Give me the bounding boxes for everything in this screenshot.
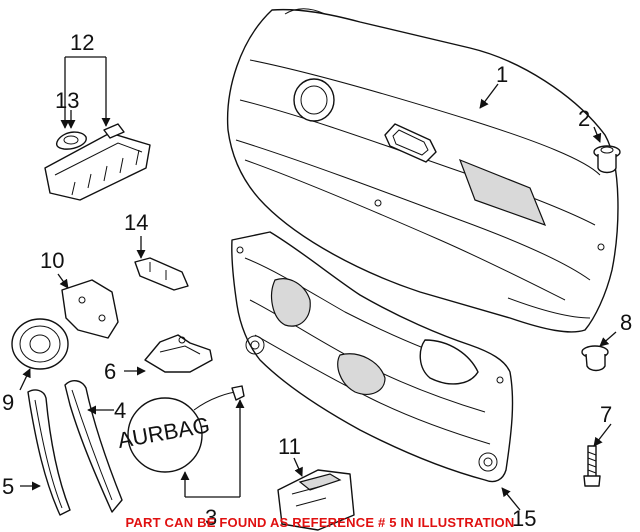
part-11-window-switch bbox=[277, 469, 355, 531]
part-7-bolt bbox=[583, 445, 601, 487]
part-5-trim-strip bbox=[27, 389, 71, 516]
callout-8: 8 bbox=[620, 310, 632, 335]
reference-note: PART CAN BE FOUND AS REFERENCE # 5 IN IL… bbox=[125, 515, 515, 530]
part-1-door-trim-panel bbox=[226, 8, 619, 333]
part-15-inner-door-carrier bbox=[231, 231, 514, 483]
part-14-connector bbox=[134, 257, 189, 291]
part-3-airbag: AURBAG bbox=[116, 385, 245, 473]
part-8-push-clip bbox=[581, 345, 609, 372]
callout-12: 12 bbox=[70, 30, 94, 55]
callout-4: 4 bbox=[114, 398, 126, 423]
callout-3: 3 bbox=[205, 505, 217, 530]
callout-7: 7 bbox=[600, 402, 612, 427]
part-2-push-clip bbox=[593, 145, 621, 174]
callout-2: 2 bbox=[578, 106, 590, 131]
callout-1: 1 bbox=[496, 62, 508, 87]
callout-13: 13 bbox=[55, 88, 79, 113]
callout-6: 6 bbox=[104, 359, 116, 384]
callout-11: 11 bbox=[278, 434, 301, 459]
part-4-trim-strip bbox=[64, 380, 123, 513]
callout-10: 10 bbox=[40, 248, 64, 273]
part-13-cap bbox=[55, 131, 87, 150]
leader-lines bbox=[19, 56, 617, 511]
part-9-speaker-grille bbox=[11, 318, 69, 370]
part-10-cover bbox=[61, 279, 119, 339]
part-12-pull-handle bbox=[44, 123, 151, 201]
callout-5: 5 bbox=[2, 474, 14, 499]
callout-14: 14 bbox=[124, 210, 148, 235]
callout-9: 9 bbox=[2, 390, 14, 415]
callout-15: 15 bbox=[512, 506, 536, 531]
callout-numbers: 1 2 3 4 5 6 7 8 9 10 11 12 13 14 15 bbox=[2, 30, 632, 531]
part-6-bracket bbox=[144, 334, 213, 373]
